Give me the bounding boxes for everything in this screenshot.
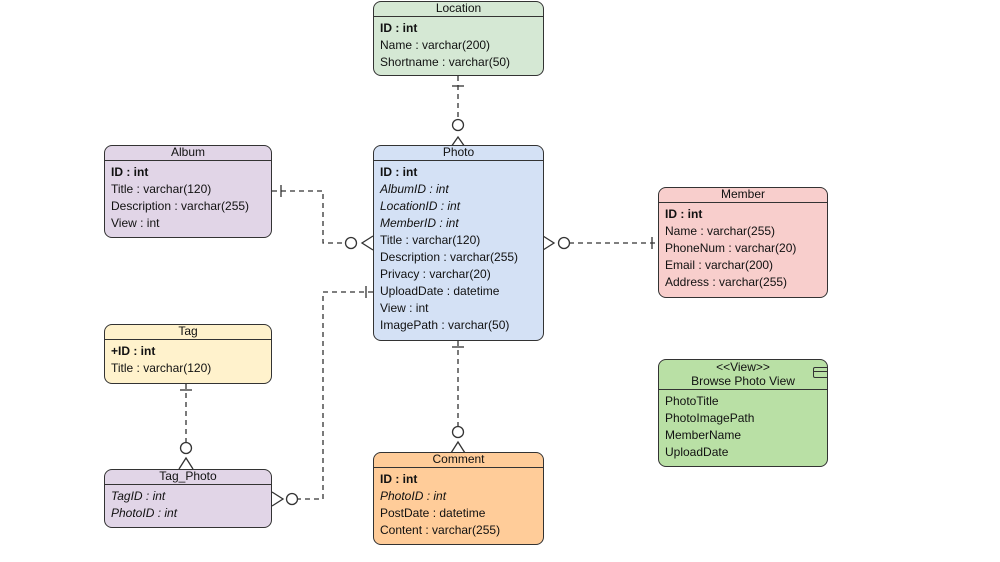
entity-tag-title: Tag [105, 325, 271, 340]
photo-field-memberid: MemberID : int [380, 216, 459, 230]
rel-tag-tagphoto-many-marker [178, 456, 194, 470]
tag-field-id: +ID : int [111, 344, 156, 358]
rel-photo-tagphoto-line [298, 291, 373, 500]
rel-member-photo-many-marker [542, 235, 556, 251]
entity-location-title: Location [374, 2, 543, 17]
view-stereotype-label: <<View>> [716, 360, 770, 374]
album-field-id: ID : int [111, 165, 149, 179]
entity-comment[interactable]: Comment ID : int PhotoID : int PostDate … [373, 452, 544, 545]
photo-field-id: ID : int [380, 165, 418, 179]
rel-album-photo-line [272, 190, 346, 244]
photo-field-description: Description : varchar(255) [380, 250, 519, 264]
rel-photo-comment-many-marker [450, 440, 466, 454]
entity-tag-photo-title: Tag_Photo [105, 470, 271, 485]
entity-photo[interactable]: Photo ID : int AlbumID : int LocationID … [373, 145, 544, 341]
entity-browse-photo-view-title: Browse Photo View [691, 374, 795, 388]
comment-field-photoid: PhotoID : int [380, 489, 447, 503]
member-field-email: Email : varchar(200) [665, 258, 774, 272]
entity-photo-title: Photo [374, 146, 543, 161]
rel-location-photo-zero-marker [451, 118, 465, 132]
entity-album-title: Album [105, 146, 271, 161]
entity-browse-photo-view-header: <<View>> Browse Photo View [659, 360, 827, 390]
comment-field-content: Content : varchar(255) [380, 523, 501, 537]
rel-photo-tagphoto-zero-marker [285, 492, 299, 506]
view-field-uploaddate: UploadDate [665, 445, 729, 459]
member-field-phonenum: PhoneNum : varchar(20) [665, 241, 797, 255]
rel-photo-tagphoto-many-marker [271, 491, 285, 507]
photo-field-title: Title : varchar(120) [380, 233, 481, 247]
tag-photo-field-tagid: TagID : int [111, 489, 166, 503]
location-field-shortname: Shortname : varchar(50) [380, 55, 511, 69]
rel-photo-comment-zero-marker [451, 425, 465, 439]
comment-field-postdate: PostDate : datetime [380, 506, 486, 520]
entity-member-title: Member [659, 188, 827, 203]
tag-field-title: Title : varchar(120) [111, 361, 212, 375]
album-field-description: Description : varchar(255) [111, 199, 250, 213]
view-icon [813, 367, 827, 378]
entity-tag[interactable]: Tag +ID : int Title : varchar(120) [104, 324, 272, 384]
location-field-name: Name : varchar(200) [380, 38, 491, 52]
rel-tag-tagphoto-zero-marker [179, 441, 193, 455]
rel-location-photo-many-marker [450, 135, 466, 148]
member-field-address: Address : varchar(255) [665, 275, 788, 289]
album-field-title: Title : varchar(120) [111, 182, 212, 196]
member-field-name: Name : varchar(255) [665, 224, 776, 238]
photo-field-uploaddate: UploadDate : datetime [380, 284, 500, 298]
entity-album[interactable]: Album ID : int Title : varchar(120) Desc… [104, 145, 272, 238]
comment-field-id: ID : int [380, 472, 418, 486]
photo-field-locationid: LocationID : int [380, 199, 461, 213]
entity-member[interactable]: Member ID : int Name : varchar(255) Phon… [658, 187, 828, 298]
entity-tag-photo[interactable]: Tag_Photo TagID : int PhotoID : int [104, 469, 272, 528]
rel-album-photo-many-marker [360, 235, 374, 251]
entity-comment-title: Comment [374, 453, 543, 468]
photo-field-albumid: AlbumID : int [380, 182, 449, 196]
entity-browse-photo-view[interactable]: <<View>> Browse Photo View PhotoTitle Ph… [658, 359, 828, 467]
member-field-id: ID : int [665, 207, 703, 221]
view-field-membername: MemberName [665, 428, 742, 442]
entity-location[interactable]: Location ID : int Name : varchar(200) Sh… [373, 1, 544, 76]
photo-field-view: View : int [380, 301, 429, 315]
location-field-id: ID : int [380, 21, 418, 35]
tag-photo-field-photoid: PhotoID : int [111, 506, 178, 520]
view-field-photoimagepath: PhotoImagePath [665, 411, 755, 425]
rel-member-photo-zero-marker [557, 236, 571, 250]
view-field-phototitle: PhotoTitle [665, 394, 719, 408]
rel-album-photo-zero-marker [344, 236, 358, 250]
album-field-view: View : int [111, 216, 160, 230]
photo-field-imagepath: ImagePath : varchar(50) [380, 318, 510, 332]
photo-field-privacy: Privacy : varchar(20) [380, 267, 491, 281]
